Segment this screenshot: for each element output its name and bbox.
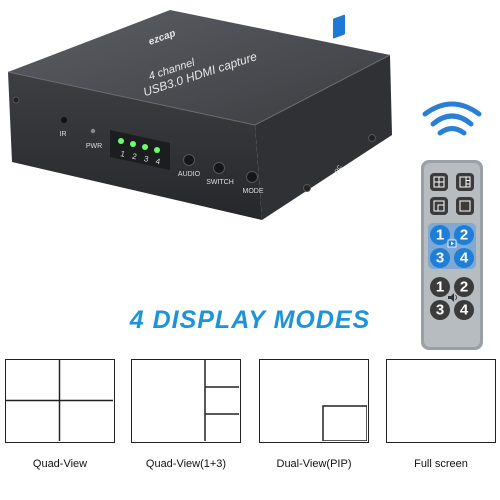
switch-button[interactable] <box>213 162 225 174</box>
mode-label-full-screen: Full screen <box>414 458 468 470</box>
quad-view-1-3-icon[interactable] <box>456 173 474 191</box>
video-button-3[interactable]: 3 <box>430 248 450 268</box>
remote-control: 1 2 3 4 1 2 3 <box>405 100 500 350</box>
mode-label-quad-view-1-3: Quad-View(1+3) <box>145 458 227 470</box>
ir-sensor <box>61 117 67 123</box>
channel-led-2 <box>130 141 136 147</box>
svg-text:1: 1 <box>436 279 444 296</box>
quad-view-1-3-diagram <box>131 359 241 443</box>
pc-label: PC <box>334 164 344 175</box>
ir-label: IR <box>60 131 67 138</box>
channel-label-4: 4 <box>155 157 162 167</box>
full-screen-icon[interactable] <box>456 197 474 215</box>
svg-text:2: 2 <box>460 279 468 296</box>
quad-view-icon[interactable] <box>430 173 448 191</box>
svg-text:2: 2 <box>460 227 468 244</box>
mode-label: MODE <box>243 188 264 195</box>
audio-button-1[interactable]: 1 <box>430 277 450 297</box>
svg-text:3: 3 <box>436 250 444 267</box>
video-button-4[interactable]: 4 <box>454 248 474 268</box>
video-button-2[interactable]: 2 <box>454 225 474 245</box>
dual-view-pip-diagram <box>259 359 369 443</box>
pip-icon[interactable] <box>430 197 448 215</box>
svg-text:3: 3 <box>436 302 444 319</box>
mode-button[interactable] <box>246 171 258 183</box>
channel-led-panel <box>110 130 170 170</box>
svg-text:1: 1 <box>436 227 444 244</box>
video-button-1[interactable]: 1 <box>430 225 450 245</box>
audio-label: AUDIO <box>178 171 201 178</box>
video-select-icon <box>447 239 457 248</box>
speaker-icon <box>448 293 457 302</box>
audio-button-4[interactable]: 4 <box>454 300 474 320</box>
device-top-face <box>8 10 390 125</box>
audio-button-2[interactable]: 2 <box>454 277 474 297</box>
full-screen-diagram <box>386 359 496 443</box>
switch-label: SWITCH <box>206 179 234 186</box>
usb-port <box>333 14 345 39</box>
mode-label-dual-view-pip: Dual-View(PIP) <box>276 458 352 470</box>
pwr-label: PWR <box>86 143 102 150</box>
audio-button[interactable] <box>183 154 195 166</box>
svg-text:4: 4 <box>460 250 469 267</box>
quad-view-diagram <box>5 359 115 443</box>
channel-label-1: 1 <box>120 149 127 159</box>
headline: 4 DISPLAY MODES <box>129 306 371 334</box>
wireless-signal-icon <box>422 101 482 136</box>
channel-led-1 <box>118 138 124 144</box>
channel-label-3: 3 <box>143 154 150 164</box>
mode-label-quad-view: Quad-View <box>32 458 88 470</box>
svg-text:4: 4 <box>460 302 469 319</box>
channel-led-3 <box>142 144 148 150</box>
capture-device: ezcap 4 channel USB3.0 HDMI capture IR P… <box>0 0 420 240</box>
channel-label-2: 2 <box>131 152 138 162</box>
channel-led-4 <box>154 147 160 153</box>
device-side-face <box>255 55 392 220</box>
audio-button-3[interactable]: 3 <box>430 300 450 320</box>
power-led <box>90 128 96 134</box>
